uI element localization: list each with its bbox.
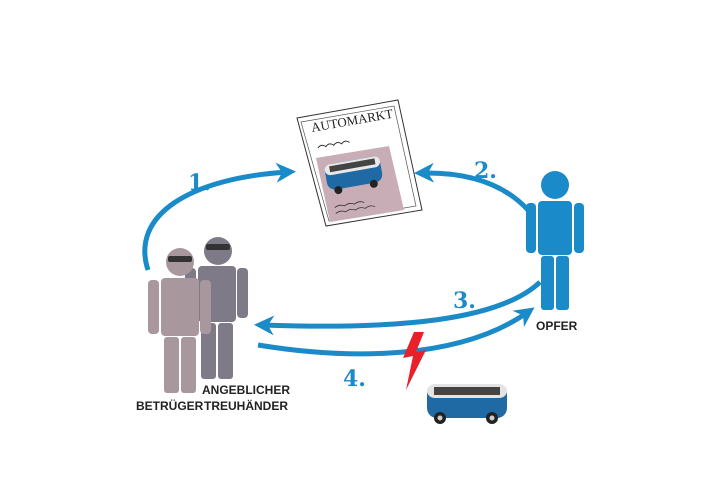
arrow-step-3 <box>254 280 542 336</box>
newspaper-ad: AUTOMARKT <box>296 99 423 227</box>
arrow-step-4 <box>257 307 535 357</box>
label-victim: OPFER <box>536 319 578 333</box>
lightning-icon <box>403 332 426 390</box>
step-1-label: 1. <box>188 170 211 196</box>
van-icon <box>427 384 507 424</box>
arrow-step-2 <box>414 162 530 212</box>
van-picture-icon <box>324 156 383 195</box>
fraudster-figure <box>148 248 211 393</box>
label-trustee-line1: ANGEBLICHER <box>202 383 290 397</box>
victim-figure <box>526 171 584 310</box>
step-2-label: 2. <box>474 158 497 184</box>
sunglasses-icon <box>168 256 192 262</box>
step-4-label: 4. <box>343 366 366 392</box>
arrow-step-1 <box>142 162 296 271</box>
step-3-label: 3. <box>453 288 476 314</box>
label-fraudster: BETRÜGER <box>136 398 204 413</box>
sunglasses-icon <box>206 244 230 250</box>
label-trustee-line2: TREUHÄNDER <box>204 398 288 413</box>
